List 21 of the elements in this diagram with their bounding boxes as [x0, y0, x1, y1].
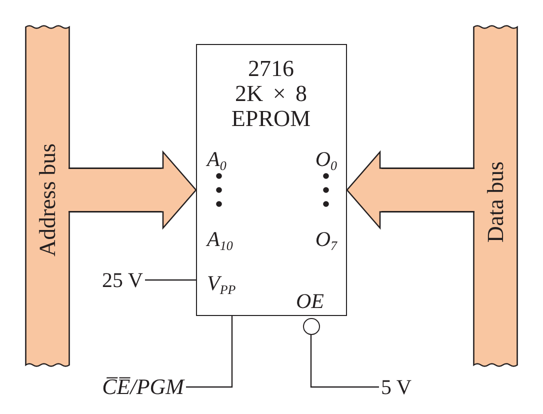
pin-label: A$_{10}$: [207, 228, 233, 250]
block-arrow: [68, 151, 197, 229]
bus-label: Address bus: [36, 143, 58, 257]
block-arrow: [346, 151, 474, 229]
bus-label: Data bus: [484, 161, 506, 243]
chip-title: 2716 2K × 8 EPROM: [230, 56, 312, 130]
voltage-label: 25 V: [102, 269, 143, 291]
pin-label: OE: [296, 290, 324, 312]
connection-line: [145, 279, 196, 281]
inversion-bubble: [302, 318, 320, 334]
signal-label: C̅E̅/PGM: [102, 376, 184, 398]
connection-line: [186, 316, 233, 388]
chip-block: [196, 44, 347, 316]
bus-band: [473, 22, 518, 370]
pin-label: O$_{0}$: [315, 148, 337, 170]
pin-label: V$_{PP}$: [207, 272, 236, 294]
connection-line: [310, 334, 379, 388]
pin-label: A$_{0}$: [207, 148, 226, 170]
bus-band: [25, 22, 70, 370]
voltage-label: 5 V: [381, 376, 412, 398]
pin-label: O$_{7}$: [315, 228, 337, 250]
